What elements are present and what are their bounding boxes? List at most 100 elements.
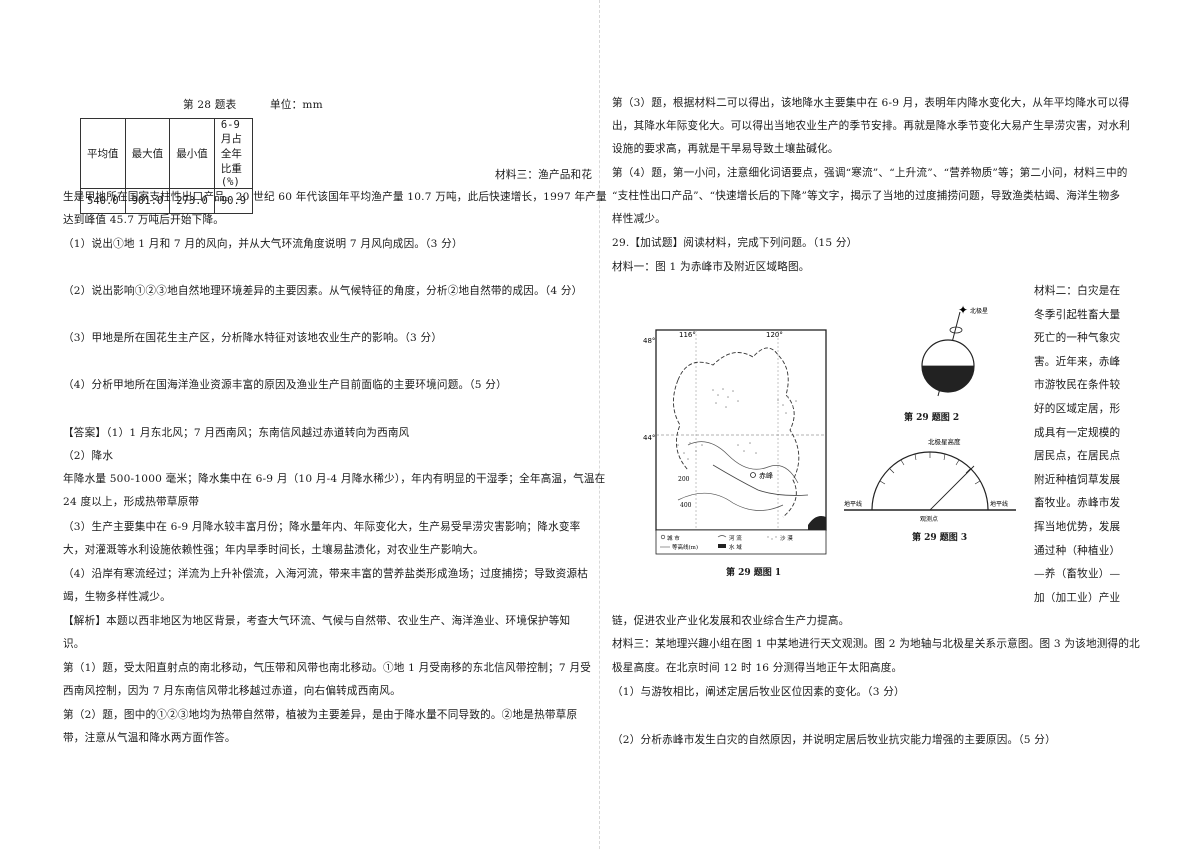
- observation-point-label: 观测点: [920, 515, 938, 523]
- question-4: （4）分析甲地所在国海洋渔业资源丰富的原因及渔业生产目前面临的主要环境问题。（5…: [63, 379, 507, 391]
- longitude-116-label: 116°: [679, 331, 696, 339]
- table-header-cell: 最大值: [124, 118, 171, 189]
- city-marker: [750, 472, 756, 478]
- answer-line: （4）沿岸有寒流经过；洋流为上升补偿流，入海河流，带来丰富的营养盐类形成渔场；过…: [63, 568, 589, 580]
- analysis-line: 西南风控制，因为 7 月东南信风带北移越过赤道，向右偏转成西南风。: [63, 685, 401, 697]
- paragraph-line: 链，促进农业产业化发展和农业综合生产力提高。: [612, 615, 850, 627]
- map-frame: [655, 329, 827, 531]
- table-header-row: 平均值 最大值 最小值 6-9 月占全年比重(%): [80, 118, 254, 189]
- table-header-cell: 6-9 月占全年比重(%): [213, 118, 254, 189]
- material-3-line: 材料三：某地理兴趣小组在图 1 中某地进行天文观测。图 2 为地轴与北极星关系示…: [612, 638, 1140, 650]
- answer-line: （2）降水: [63, 450, 114, 462]
- table-cell: 90.9: [213, 188, 254, 214]
- answer-line: （3）生产主要集中在 6-9 月降水较丰富月份；降水量年内、年际变化大，生产易受…: [63, 521, 581, 533]
- material-3-line: 极星高度。在北京时间 12 时 16 分测得当地正午太阳高度。: [612, 662, 903, 674]
- boundary-line: [677, 347, 800, 518]
- material-2-line: 畜牧业。赤峰市发: [1034, 497, 1121, 510]
- legend-item: 等高线(m): [672, 543, 698, 551]
- material-2-line: 成具有一定规模的: [1034, 426, 1121, 439]
- figure-2-axis-diagram: ✦ 北极星 第 29 题图 2: [890, 298, 1010, 428]
- sea-shape: [808, 516, 826, 530]
- answer-line: 年降水量 500-1000 毫米；降水集中在 6-9 月（10 月-4 月降水稀…: [63, 473, 606, 485]
- material-2-line: 害。近年来，赤峰: [1034, 355, 1121, 368]
- polaris-altitude-label: 北极星高度: [928, 437, 961, 446]
- map-legend-box: [655, 529, 827, 555]
- material-2-line: 材料二：白灾是在: [1034, 285, 1121, 297]
- paragraph-line: 设施的要求高，再就是干旱易导致土壤盐碱化。: [612, 143, 839, 155]
- analysis-line: 第（1）题，受太阳直射点的南北移动，气压带和风带也南北移动。①地 1 月受南移的…: [63, 662, 592, 674]
- question-29-heading: 29.【加试题】阅读材料，完成下列问题。（15 分）: [612, 237, 858, 249]
- answer-line: 大，对灌溉等水利设施依赖性强；年内旱季时间长，土壤易盐渍化，对农业生产影响大。: [63, 544, 484, 556]
- horizon-right-label: 地平线: [990, 500, 1008, 508]
- analysis-line: 第（2）题，图中的①②③地均为热带自然带，植被为主要差异，是由于降水量不同导致的…: [63, 709, 578, 721]
- material-2-line: 加（加工业）产业: [1034, 591, 1121, 604]
- answer-line: 24 度以上，形成热带草原带: [63, 496, 200, 508]
- material-1: 材料一：图 1 为赤峰市及附近区域略图。: [612, 261, 810, 273]
- question-2: （2）说出影响①②③地自然地理环境差异的主要因素。从气候特征的角度，分析②地自然…: [63, 285, 583, 297]
- latitude-48-label: 48°: [643, 337, 655, 345]
- rainfall-table: 平均值 最大值 最小值 6-9 月占全年比重(%) 540.0 901.0 27…: [80, 118, 254, 214]
- longitude-120-label: 120°: [766, 331, 783, 339]
- figure-1-map: 116° 120° 48° 44°: [618, 285, 833, 585]
- analysis-line: 识。: [63, 638, 85, 650]
- horizon-left-label: 地平线: [844, 500, 862, 508]
- altitude-arc-svg: 北极星高度 地平线 地平线 观测点: [844, 437, 1016, 523]
- legend-river-icon: [717, 535, 727, 538]
- legend-item: 沙 漠: [780, 534, 793, 542]
- answer-line: 【答案】（1）1 月东北风；7 月西南风；东南信风越过赤道转向为西南风: [63, 427, 410, 439]
- question-29-1: （1）与游牧相比，阐述定居后牧业区位因素的变化。（3 分）: [612, 686, 905, 698]
- sight-line: [929, 465, 975, 511]
- material3-start: 材料三：渔产品和花: [495, 169, 593, 181]
- material-2-line: 通过种（种植业）: [1034, 544, 1121, 557]
- table-cell: 273.0: [169, 188, 215, 214]
- boundary-line: [673, 379, 689, 471]
- altitude-arc: [871, 451, 989, 511]
- chifeng-map-svg: 116° 120° 48° 44°: [643, 329, 827, 555]
- legend-city-icon: [660, 534, 666, 540]
- table-header-cell: 最小值: [169, 118, 215, 189]
- table-title: 第 28 题表: [183, 99, 237, 111]
- figure-3-altitude-diagram: 北极星高度 地平线 地平线 观测点 第 29 题图 3: [840, 432, 1020, 547]
- analysis-line: 带，注意从气温和降水两方面作答。: [63, 732, 236, 744]
- material-2-line: 附近种植饲草发展: [1034, 473, 1121, 486]
- legend-item: 水 域: [729, 543, 742, 551]
- question-29-2: （2）分析赤峰市发生白灾的自然原因，并说明定居后牧业抗灾能力增强的主要原因。（5…: [612, 734, 1056, 746]
- desert-dots: [677, 388, 797, 460]
- legend-water-icon: [718, 544, 726, 548]
- table-unit: 单位：mm: [270, 99, 323, 111]
- contour-label-400: 400: [680, 502, 692, 509]
- material-2-line: —养（畜牧业）—: [1034, 568, 1121, 581]
- arc-tick-marks: [879, 452, 981, 485]
- rotation-arrow-icon: [949, 326, 963, 334]
- paragraph-line: 达到峰值 45.7 万吨后开始下降。: [63, 214, 225, 226]
- contour-label-200: 200: [678, 476, 690, 483]
- paragraph-line: 出，其降水年际变化大。可以得出当地农业生产的季节安排。再就是降水季节变化大易产生…: [612, 120, 1131, 132]
- star-icon: ✦: [958, 303, 968, 317]
- column-divider: [599, 0, 600, 849]
- material-2-line: 冬季引起牲畜大量: [1034, 308, 1121, 321]
- legend-item: 城 市: [667, 534, 680, 542]
- answer-line: 竭，生物多样性减少。: [63, 591, 171, 603]
- river-line: [712, 464, 809, 496]
- latitude-44-label: 44°: [643, 434, 655, 442]
- paragraph-line: 第（3）题，根据材料二可以得出，该地降水主要集中在 6-9 月，表明年内降水变化…: [612, 97, 1130, 109]
- paragraph-line: 样性减少。: [612, 213, 666, 225]
- globe-shaded-half: [922, 366, 974, 392]
- figure-1-caption: 第 29 题图 1: [726, 568, 782, 578]
- material-2-line: 死亡的一种气象灾: [1034, 332, 1121, 345]
- city-label: 赤峰: [759, 471, 773, 480]
- figure-2-caption: 第 29 题图 2: [904, 413, 960, 423]
- contour-line-400: [677, 492, 784, 511]
- axis-globe-svg: ✦ 北极星: [921, 303, 988, 397]
- material-2-line: 好的区域定居，形: [1034, 403, 1121, 415]
- north-star-label: 北极星: [970, 307, 988, 315]
- contour-line-200: [687, 441, 799, 484]
- analysis-line: 【解析】本题以西非地区为地区背景，考查大气环流、气候与自然带、农业生产、海洋渔业…: [63, 615, 571, 627]
- table-header-cell: 平均值: [80, 118, 126, 189]
- figure-3-caption: 第 29 题图 3: [912, 533, 968, 543]
- question-1: （1）说出①地 1 月和 7 月的风向，并从大气环流角度说明 7 月风向成因。（…: [63, 238, 463, 250]
- legend-desert-icon: [767, 536, 777, 540]
- paragraph-line: 生是甲地所在国家支柱性出口产品。20 世纪 60 年代该国年平均渔产量 10.7…: [63, 191, 607, 203]
- table-cell: 901.0: [124, 188, 171, 214]
